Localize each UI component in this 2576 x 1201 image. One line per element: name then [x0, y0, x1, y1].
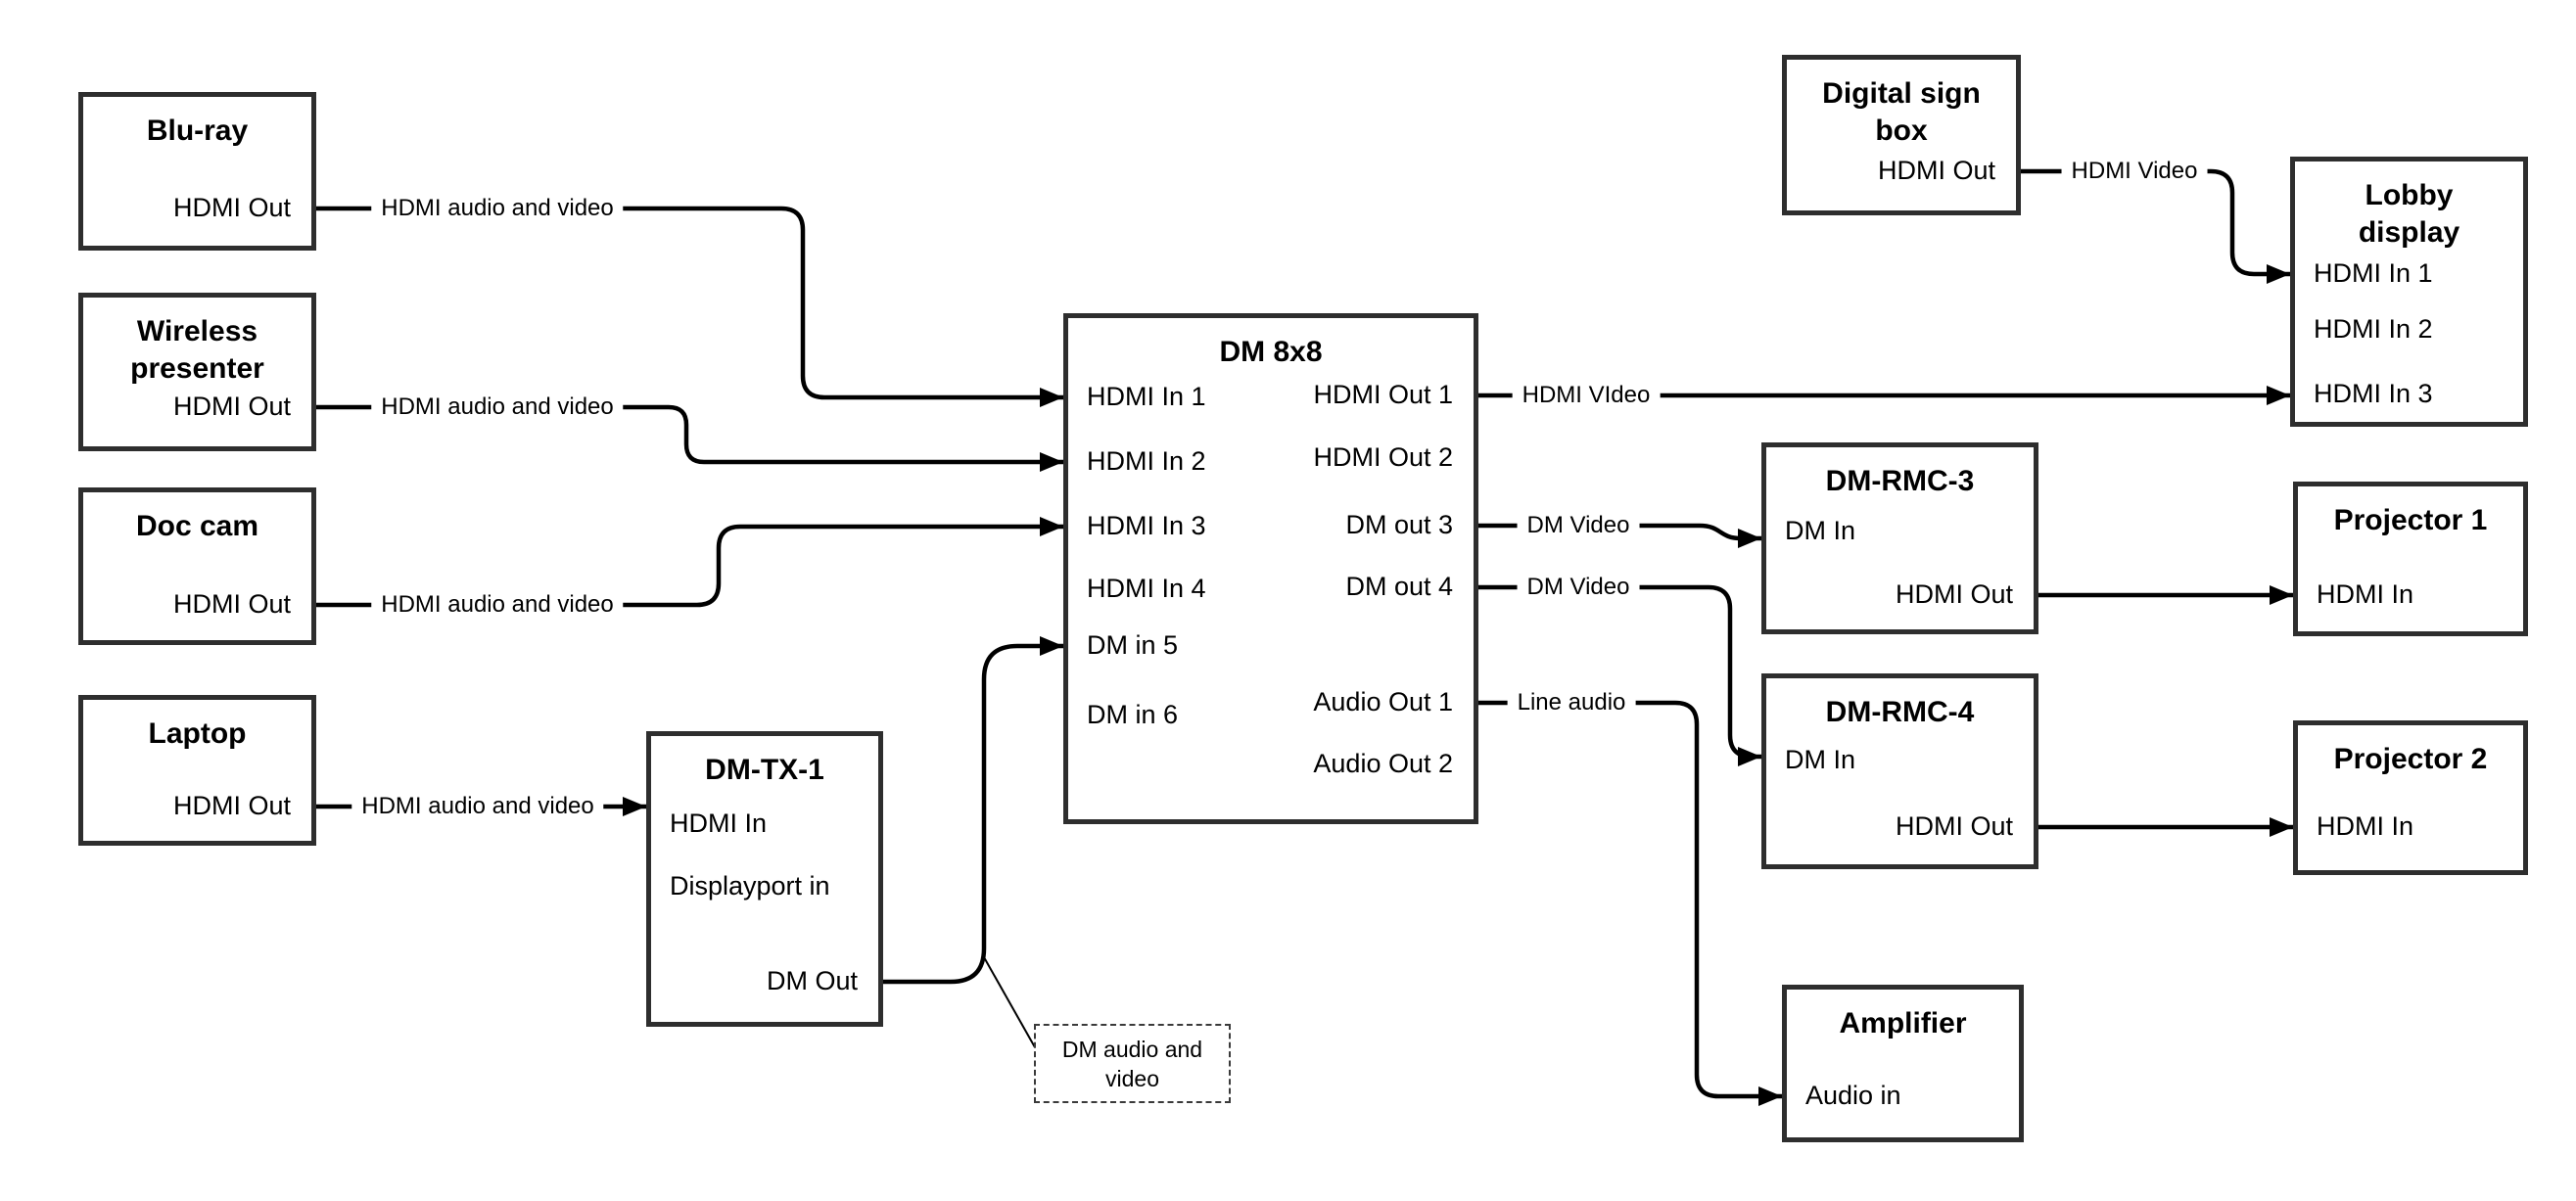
- node-dm-tx-1: DM-TX-1: [646, 731, 883, 1027]
- port-dm-tx-1-2: DM Out: [766, 965, 858, 995]
- port-dm-8x8-4: DM in 5: [1087, 629, 1179, 660]
- node-title-line: DM-RMC-3: [1825, 465, 1975, 497]
- node-title-digital-sign-box: Digital sign box: [1787, 60, 2016, 150]
- node-title-projector-2: Projector 2: [2298, 725, 2523, 778]
- node-lobby-display: Lobby display: [2290, 157, 2528, 427]
- callout-note: DM audio and video: [1034, 1024, 1231, 1103]
- callout-leader-line: [983, 956, 1036, 1048]
- node-projector-1: Projector 1: [2293, 482, 2528, 636]
- port-projector-2-0: HDMI In: [2317, 810, 2414, 841]
- edge-signbox-to-lobby-in1: [2021, 168, 2290, 284]
- edge-dm8x8-out4-to-rmc4: [1478, 584, 1761, 766]
- edge-label-wireless-to-dm8x8-in2: HDMI audio and video: [371, 392, 624, 423]
- port-lobby-display-0: HDMI In 1: [2314, 257, 2433, 288]
- node-title-line: Amplifier: [1839, 1007, 1967, 1039]
- edge-label-dm8x8-out3-to-rmc3: DM Video: [1517, 510, 1640, 541]
- node-title-line: Blu-ray: [146, 115, 249, 147]
- node-title-line: Projector 1: [2333, 504, 2488, 536]
- node-blu-ray: Blu-ray: [78, 92, 316, 251]
- port-dm-rmc-4-1: HDMI Out: [1895, 810, 2013, 841]
- edge-label-dm8x8-audio1-to-amplifier: Line audio: [1507, 687, 1636, 718]
- node-title-line: box: [1875, 115, 1928, 147]
- node-title-line: presenter: [130, 352, 264, 385]
- port-dm-8x8-8: DM out 3: [1345, 509, 1453, 539]
- node-wireless-presenter: Wireless presenter: [78, 293, 316, 451]
- port-amplifier-0: Audio in: [1805, 1080, 1901, 1110]
- node-title-line: DM-RMC-4: [1825, 696, 1975, 728]
- node-title-line: Lobby: [2365, 179, 2454, 211]
- node-title-dm-rmc-4: DM-RMC-4: [1766, 678, 2034, 731]
- port-dm-tx-1-0: HDMI In: [670, 808, 768, 838]
- node-title-doc-cam: Doc cam: [83, 492, 311, 545]
- edge-dmtx1-to-dm8x8-in5: [883, 636, 1063, 985]
- node-title-line: DM-TX-1: [705, 754, 824, 786]
- node-title-line: Projector 2: [2333, 743, 2488, 775]
- edge-dm8x8-out3-to-rmc3: [1478, 523, 1761, 548]
- node-title-dm-tx-1: DM-TX-1: [651, 736, 878, 789]
- edge-doccam-to-dm8x8-in3: [316, 517, 1063, 608]
- node-projector-2: Projector 2: [2293, 720, 2528, 875]
- port-dm-8x8-7: HDMI Out 2: [1313, 441, 1453, 472]
- port-dm-8x8-2: HDMI In 3: [1087, 510, 1206, 540]
- port-dm-8x8-6: HDMI Out 1: [1313, 379, 1453, 409]
- edge-dm8x8-audio1-to-amplifier: [1478, 700, 1782, 1106]
- port-dm-rmc-3-0: DM In: [1785, 515, 1856, 545]
- node-title-projector-1: Projector 1: [2298, 486, 2523, 539]
- node-laptop: Laptop: [78, 695, 316, 846]
- callout-note-line: video: [1105, 1065, 1159, 1091]
- edge-wireless-to-dm8x8-in2: [316, 404, 1063, 472]
- port-dm-8x8-3: HDMI In 4: [1087, 573, 1206, 603]
- edge-label-dm8x8-out1-to-lobby-in3: HDMI VIdeo: [1512, 380, 1661, 411]
- edge-label-doccam-to-dm8x8-in3: HDMI audio and video: [371, 589, 624, 621]
- edge-label-signbox-to-lobby-in1: HDMI Video: [2061, 156, 2208, 187]
- edge-label-laptop-to-dmtx1: HDMI audio and video: [351, 791, 604, 822]
- port-blu-ray-0: HDMI Out: [172, 192, 291, 222]
- callout-note-line: DM audio and: [1061, 1036, 1203, 1062]
- node-title-line: Wireless: [136, 315, 258, 347]
- node-title-blu-ray: Blu-ray: [83, 97, 311, 150]
- node-title-dm-8x8: DM 8x8: [1068, 318, 1474, 371]
- port-dm-8x8-10: Audio Out 1: [1313, 686, 1453, 716]
- node-dm-rmc-4: DM-RMC-4: [1761, 673, 2038, 869]
- port-projector-1-0: HDMI In: [2317, 578, 2414, 609]
- node-title-line: display: [2358, 216, 2460, 249]
- node-title-amplifier: Amplifier: [1787, 990, 2019, 1042]
- edge-label-bluray-to-dm8x8-in1: HDMI audio and video: [371, 193, 624, 224]
- node-amplifier: Amplifier: [1782, 985, 2024, 1142]
- port-laptop-0: HDMI Out: [172, 790, 291, 820]
- port-dm-tx-1-1: Displayport in: [670, 870, 830, 901]
- port-dm-8x8-0: HDMI In 1: [1087, 381, 1206, 411]
- node-dm-8x8: DM 8x8: [1063, 313, 1478, 824]
- edge-label-dm8x8-out4-to-rmc4: DM Video: [1517, 572, 1640, 603]
- node-title-line: Digital sign: [1822, 77, 1981, 110]
- port-dm-8x8-1: HDMI In 2: [1087, 445, 1206, 476]
- port-dm-rmc-4-0: DM In: [1785, 744, 1856, 774]
- node-title-line: Laptop: [148, 717, 247, 750]
- edge-bluray-to-dm8x8-in1: [316, 206, 1063, 407]
- port-lobby-display-2: HDMI In 3: [2314, 378, 2433, 408]
- node-title-wireless-presenter: Wireless presenter: [83, 298, 311, 388]
- node-digital-sign-box: Digital sign box: [1782, 55, 2021, 215]
- node-title-laptop: Laptop: [83, 700, 311, 753]
- port-dm-rmc-3-1: HDMI Out: [1895, 578, 2013, 609]
- node-title-dm-rmc-3: DM-RMC-3: [1766, 447, 2034, 500]
- port-doc-cam-0: HDMI Out: [172, 588, 291, 619]
- node-title-line: DM 8x8: [1219, 336, 1323, 368]
- port-digital-sign-box-0: HDMI Out: [1877, 155, 1995, 185]
- node-doc-cam: Doc cam: [78, 487, 316, 645]
- port-dm-8x8-5: DM in 6: [1087, 699, 1179, 729]
- port-dm-8x8-11: Audio Out 2: [1313, 748, 1453, 778]
- port-lobby-display-1: HDMI In 2: [2314, 313, 2433, 344]
- port-wireless-presenter-0: HDMI Out: [172, 391, 291, 421]
- node-title-line: Doc cam: [135, 510, 259, 542]
- node-title-lobby-display: Lobby display: [2295, 162, 2523, 252]
- node-dm-rmc-3: DM-RMC-3: [1761, 442, 2038, 634]
- port-dm-8x8-9: DM out 4: [1345, 571, 1453, 601]
